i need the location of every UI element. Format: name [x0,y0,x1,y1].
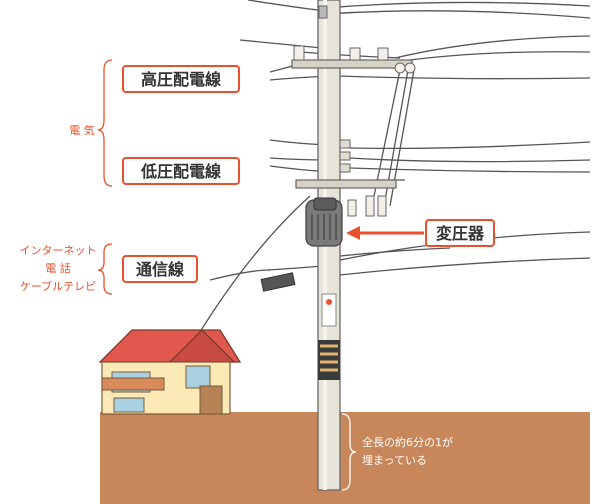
underground-note-line2: 埋まっている [362,454,427,467]
high-voltage-label: 高圧配電線 [141,70,221,89]
underground-brace [341,413,357,491]
telecom-label: 通信線 [136,260,184,279]
phone-side-label: 電 話 [45,261,71,275]
electricity-brace [97,59,113,187]
telecom-brace [97,243,113,295]
transformer-arrow [346,226,424,240]
high-voltage-label-box [122,65,240,93]
lower-crossarm [295,179,397,189]
low-voltage-rack [339,139,351,173]
telecom-label-box [122,255,198,283]
low-voltage-label-box [122,157,240,185]
high-voltage-crossarm [291,45,416,74]
transformer-label-box [425,219,495,247]
underground-note-line1: 全長の約6分の1が [362,435,453,449]
low-voltage-label: 低圧配電線 [140,162,221,181]
transformer-label: 変圧器 [436,224,485,243]
overhead-wires [194,0,591,341]
telecom-box [260,272,296,292]
transformer [305,195,387,247]
ground [100,412,590,504]
internet-side-label: インターネット [20,244,97,257]
electricity-side-label: 電 気 [69,123,95,137]
house [98,329,242,415]
cable-tv-side-label: ケーブルテレビ [20,279,96,293]
